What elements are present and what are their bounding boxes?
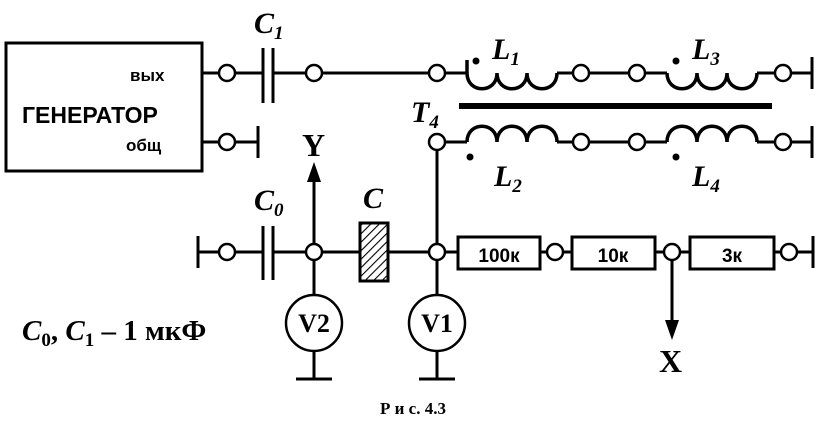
coil-l4 bbox=[665, 124, 759, 143]
second-line bbox=[202, 124, 814, 244]
y-output bbox=[307, 162, 321, 244]
generator-name: ГЕНЕРАТОР bbox=[22, 102, 158, 128]
dot-l3 bbox=[672, 57, 680, 65]
terminal-bottom-right bbox=[779, 242, 799, 262]
terminal-r1-right bbox=[545, 242, 565, 262]
node-v1 bbox=[427, 242, 447, 262]
label-t4: T4 bbox=[411, 96, 439, 133]
terminal-bottom-left bbox=[217, 242, 237, 262]
dot-l1 bbox=[472, 57, 480, 65]
terminal-c1-right bbox=[304, 63, 324, 83]
x-output bbox=[665, 260, 679, 340]
label-r-100k: 100к bbox=[478, 246, 520, 267]
v1-label: V1 bbox=[421, 309, 453, 338]
v2-label: V2 bbox=[298, 309, 330, 338]
node-y bbox=[304, 242, 324, 262]
coil-l1 bbox=[465, 60, 559, 91]
x-arrow-head bbox=[665, 320, 679, 340]
coil-l2 bbox=[465, 124, 559, 143]
label-c: C bbox=[363, 182, 384, 215]
resistor-100k bbox=[456, 235, 542, 271]
terminal-l3-right bbox=[773, 63, 793, 83]
label-l2: L2 bbox=[493, 160, 522, 197]
generator-common-label: общ bbox=[126, 136, 162, 155]
capacitance-note: C0, C1 – 1 мкФ bbox=[22, 315, 206, 351]
generator-block: ГЕНЕРАТОР вых общ bbox=[4, 41, 204, 173]
label-r-10k: 10к bbox=[598, 246, 629, 267]
terminal-l3-left bbox=[627, 63, 647, 83]
terminal-gen-common bbox=[217, 132, 237, 152]
terminal-t4 bbox=[427, 132, 447, 152]
generator-out-label: вых bbox=[130, 66, 165, 85]
label-y: Y bbox=[302, 127, 325, 163]
label-r-3k: 3к bbox=[722, 246, 743, 267]
label-l3: L3 bbox=[691, 33, 720, 70]
terminal-gen-out bbox=[217, 63, 237, 83]
bottom-line bbox=[196, 221, 815, 283]
generator-box bbox=[4, 41, 204, 173]
resistor-10k bbox=[570, 235, 657, 271]
capacitor-c-hatched bbox=[358, 221, 390, 283]
terminal-l1-left bbox=[427, 63, 447, 83]
label-c0: C0 bbox=[254, 184, 284, 221]
voltmeter-v1: V1 bbox=[407, 260, 467, 381]
label-c1: C1 bbox=[254, 7, 284, 44]
dot-l4 bbox=[672, 153, 680, 161]
node-x bbox=[662, 242, 682, 262]
coil-l3 bbox=[665, 72, 759, 91]
terminal-l4-left bbox=[627, 132, 647, 152]
label-l1: L1 bbox=[491, 33, 520, 70]
terminal-l1-right bbox=[571, 63, 591, 83]
y-arrow-head bbox=[307, 162, 321, 182]
label-x: X bbox=[659, 343, 682, 379]
terminal-l2-right bbox=[571, 132, 591, 152]
dot-l2 bbox=[466, 153, 474, 161]
voltmeter-v2: V2 bbox=[284, 260, 344, 381]
terminal-l4-right bbox=[773, 132, 793, 152]
top-line bbox=[202, 48, 814, 103]
figure-caption: Р и с. 4.3 bbox=[380, 399, 446, 418]
label-l4: L4 bbox=[691, 160, 720, 197]
